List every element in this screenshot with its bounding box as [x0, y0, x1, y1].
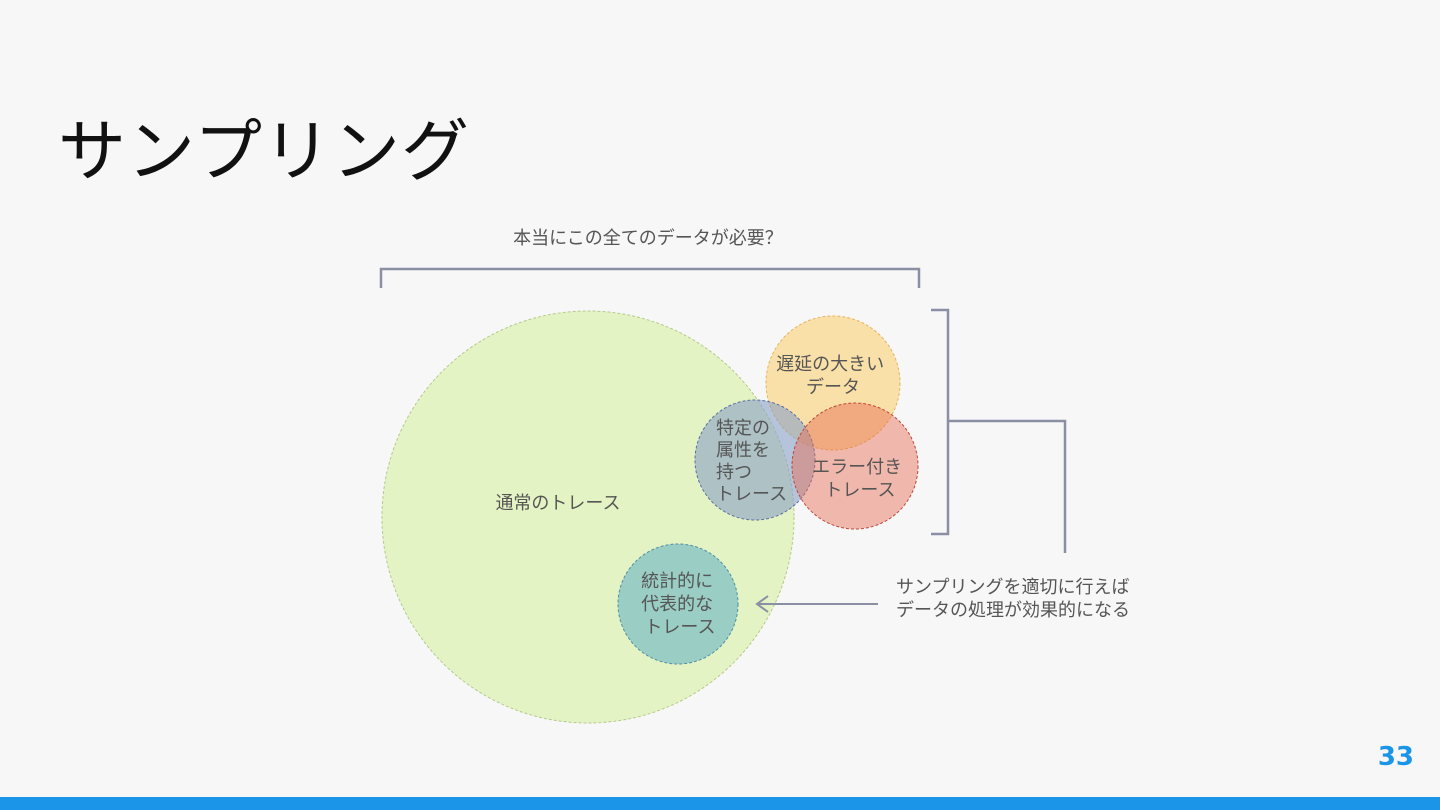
normal-traces-label: 通常のトレース	[495, 493, 620, 514]
attribute-traces-circle	[694, 399, 816, 521]
right-bracket	[931, 308, 1067, 553]
top-question: 本当にこの全てのデータが必要？	[513, 228, 783, 249]
statistical-traces-label: 統計的に 代表的な トレース	[641, 571, 719, 638]
error-traces-circle	[791, 402, 919, 530]
slow-data-label: 遅延の大きい データ	[776, 354, 890, 398]
slow-data-circle	[765, 315, 901, 451]
error-traces-label: エラー付き トレース	[812, 457, 908, 501]
statistical-traces-circle	[617, 543, 739, 665]
slide-title: サンプリング	[58, 113, 470, 192]
bottom-accent-bar	[0, 797, 1440, 810]
page-number: 33	[1377, 742, 1414, 772]
normal-traces-circle	[381, 310, 795, 724]
top-bracket	[379, 267, 921, 288]
attribute-traces-label: 特定の 属性を 持つ トレース	[716, 418, 787, 505]
conclusion-text: サンプリングを適切に行えば データの処理が効果的になる	[896, 577, 1135, 621]
conclusion-arrow-head	[755, 595, 769, 613]
